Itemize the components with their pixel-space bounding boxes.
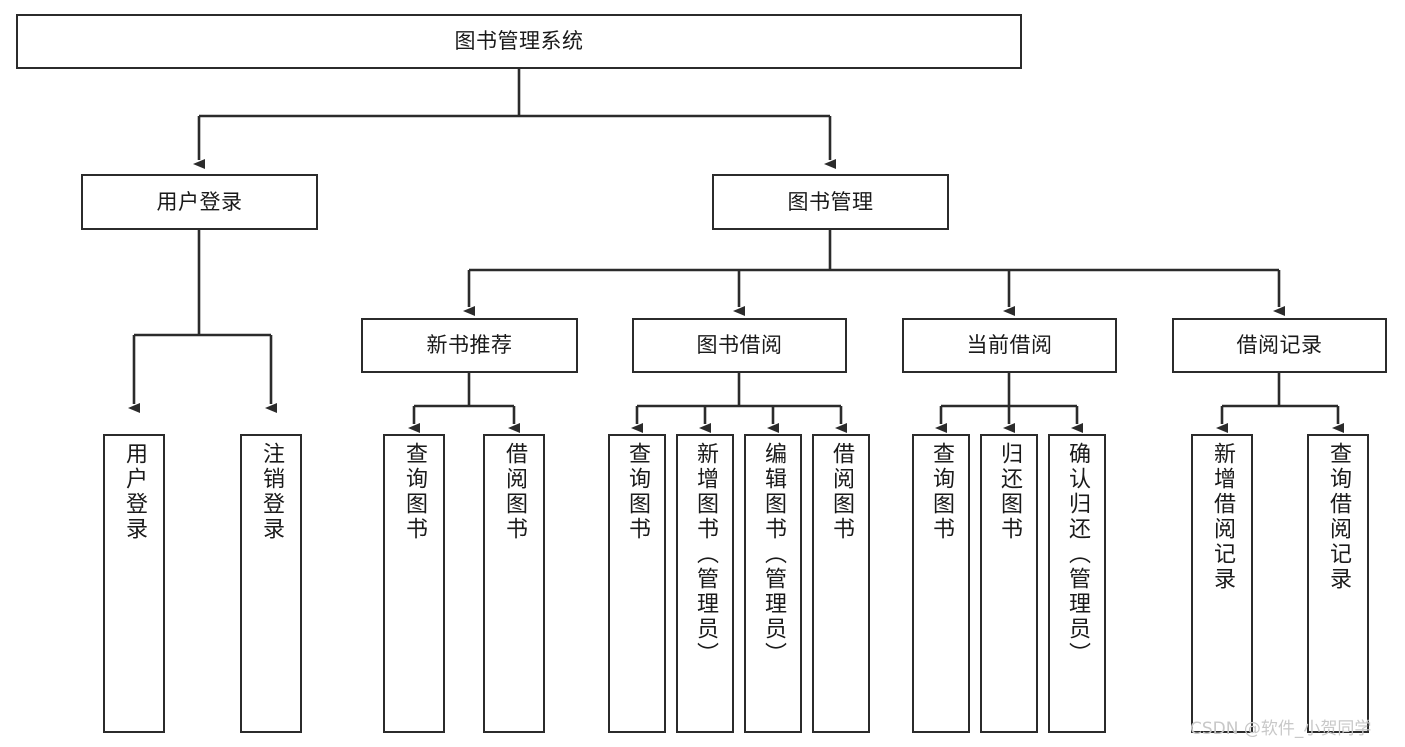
node-label: 图书管理 <box>787 189 874 214</box>
node-current-borrowing[interactable]: 当前借阅 <box>902 318 1117 373</box>
leaf-current-query-books[interactable]: 查询图书 <box>912 434 970 733</box>
node-borrowing-records[interactable]: 借阅记录 <box>1172 318 1387 373</box>
leaf-new-book-borrow-books[interactable]: 借阅图书 <box>483 434 545 733</box>
node-label: 用户登录 <box>122 442 147 542</box>
node-label: 新增图书（管理员） <box>693 442 718 667</box>
node-label: 新书推荐 <box>426 333 513 358</box>
node-label: 查询图书 <box>929 442 954 542</box>
node-book-borrowing[interactable]: 图书借阅 <box>632 318 847 373</box>
leaf-current-return-books[interactable]: 归还图书 <box>980 434 1038 733</box>
leaf-user-login-signin[interactable]: 用户登录 <box>103 434 165 733</box>
node-label: 新增借阅记录 <box>1210 442 1235 592</box>
leaf-current-confirm-return-admin[interactable]: 确认归还（管理员） <box>1048 434 1106 733</box>
node-label: 借阅记录 <box>1236 333 1323 358</box>
leaf-borrow-edit-book-admin[interactable]: 编辑图书（管理员） <box>744 434 802 733</box>
node-label: 用户登录 <box>156 189 243 214</box>
node-new-book-recommendation[interactable]: 新书推荐 <box>361 318 578 373</box>
node-book-management[interactable]: 图书管理 <box>712 174 949 230</box>
node-label: 当前借阅 <box>966 333 1053 358</box>
leaf-borrow-query-books[interactable]: 查询图书 <box>608 434 666 733</box>
node-root-book-management-system[interactable]: 图书管理系统 <box>16 14 1022 69</box>
node-label: 查询借阅记录 <box>1326 442 1351 592</box>
leaf-borrow-borrow-books[interactable]: 借阅图书 <box>812 434 870 733</box>
node-label: 注销登录 <box>259 442 284 542</box>
leaf-borrow-add-book-admin[interactable]: 新增图书（管理员） <box>676 434 734 733</box>
node-user-login[interactable]: 用户登录 <box>81 174 318 230</box>
node-label: 归还图书 <box>997 442 1022 542</box>
leaf-user-login-signout[interactable]: 注销登录 <box>240 434 302 733</box>
node-label: 图书借阅 <box>696 333 783 358</box>
node-label: 图书管理系统 <box>454 29 584 54</box>
node-label: 借阅图书 <box>829 442 854 542</box>
node-label: 借阅图书 <box>502 442 527 542</box>
csdn-watermark: CSDN @软件_小贺同学 <box>1190 719 1372 739</box>
node-label: 查询图书 <box>625 442 650 542</box>
node-label: 编辑图书（管理员） <box>761 442 786 667</box>
node-label: 查询图书 <box>402 442 427 542</box>
node-label: 确认归还（管理员） <box>1065 442 1090 667</box>
leaf-record-add-borrow-record[interactable]: 新增借阅记录 <box>1191 434 1253 733</box>
leaf-record-query-borrow-record[interactable]: 查询借阅记录 <box>1307 434 1369 733</box>
leaf-new-book-query-books[interactable]: 查询图书 <box>383 434 445 733</box>
